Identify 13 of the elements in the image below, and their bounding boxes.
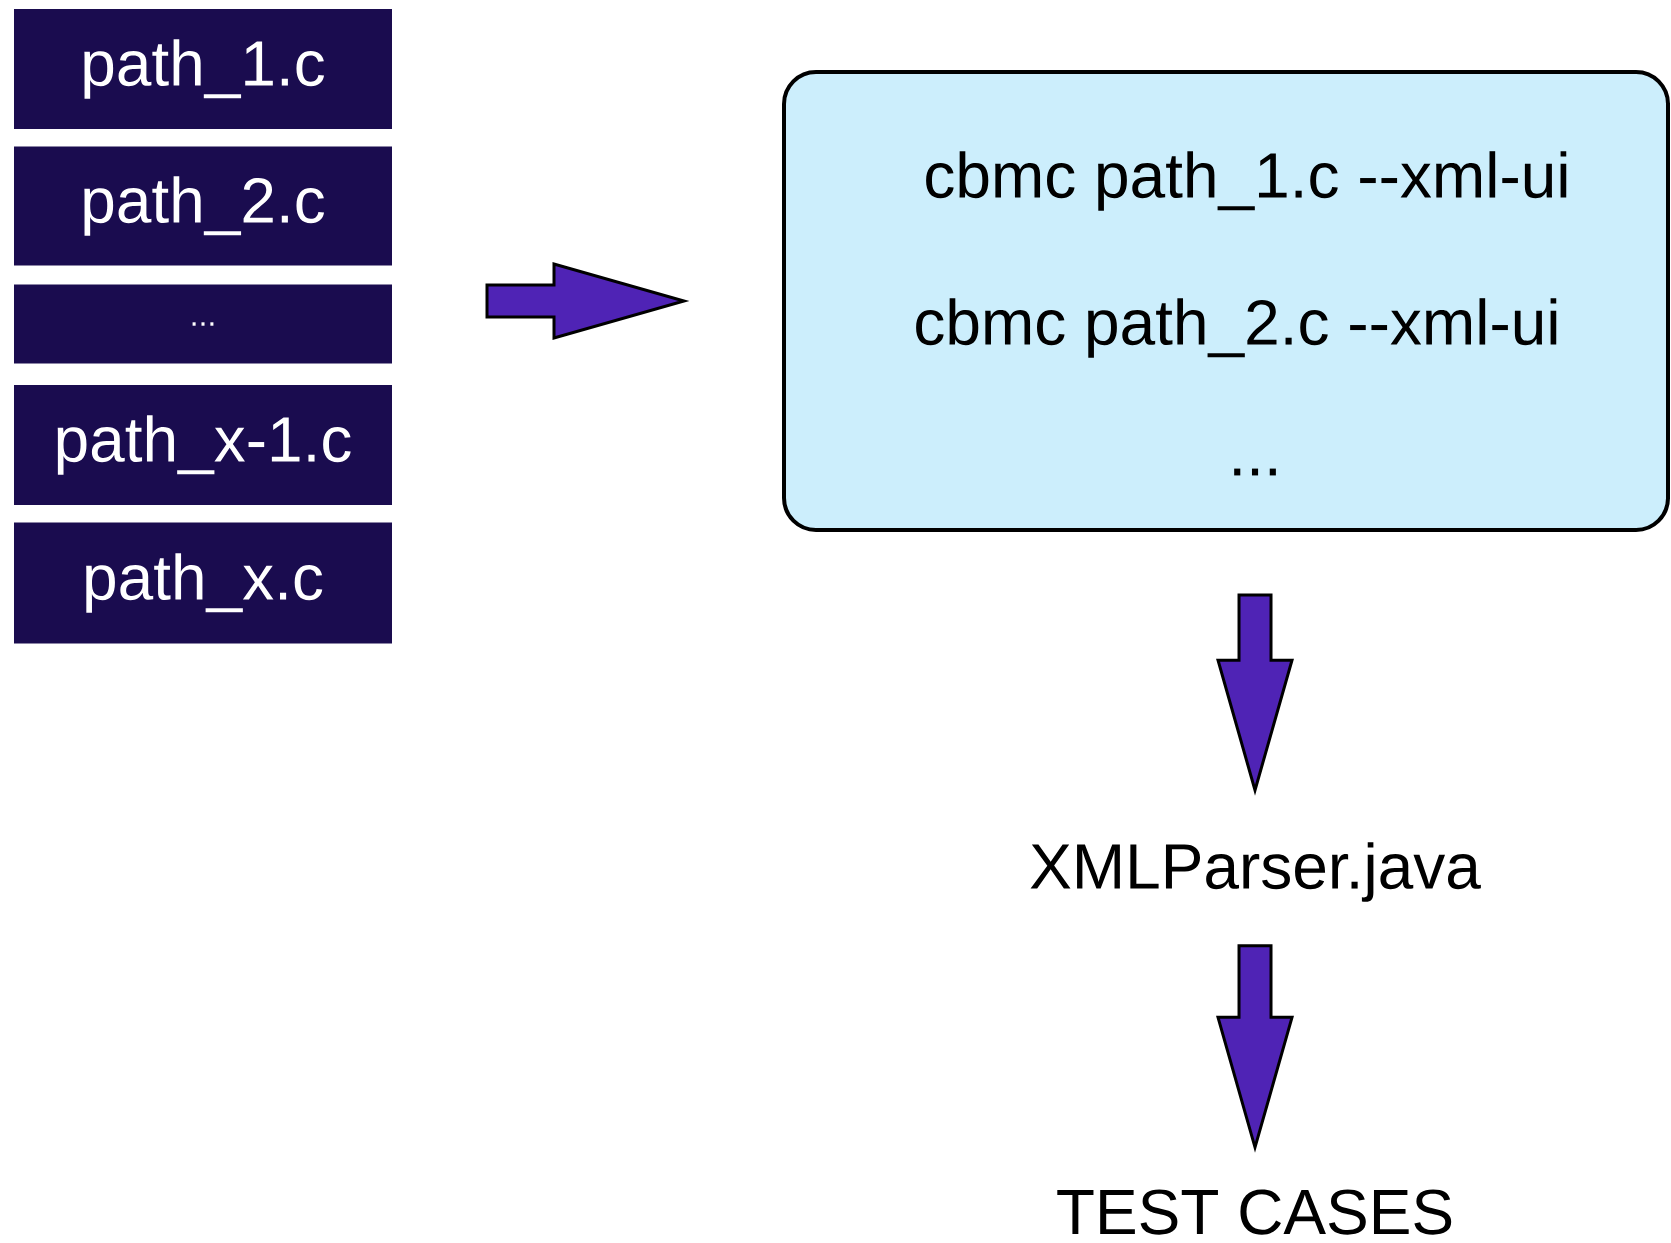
file-box: path_x-1.c (14, 385, 392, 505)
command-line: cbmc path_2.c --xml-ui (916, 298, 1557, 358)
file-box: path_1.c (14, 9, 392, 129)
block-arrow (1216, 944, 1294, 1153)
output-label: XMLParser.java (1030, 842, 1481, 902)
file-box: path_x.c (14, 522, 392, 644)
output-label: TEST CASES (1057, 1189, 1452, 1235)
command-line: ... (1234, 468, 1276, 476)
command-line: cbmc path_1.c --xml-ui (926, 151, 1567, 211)
file-box: path_2.c (14, 146, 392, 266)
block-arrow (1216, 593, 1294, 796)
block-arrow (485, 262, 690, 340)
file-box: ... (14, 284, 392, 364)
